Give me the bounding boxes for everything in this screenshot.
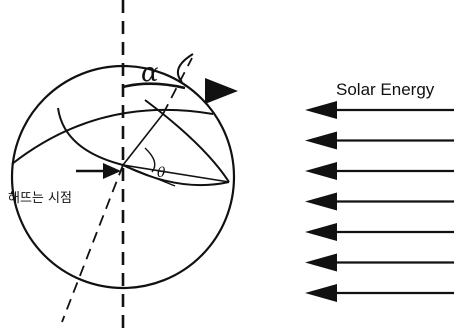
sunrise-point-label: 해뜨는 시점 — [8, 191, 72, 206]
angle-construction-line — [122, 164, 176, 187]
terminator-left — [57, 107, 124, 166]
tilted-axis-inner — [122, 113, 164, 166]
sun-direction-line — [122, 164, 230, 183]
theta-label: θ — [157, 165, 166, 181]
solar-ray-arrowhead — [305, 101, 337, 119]
theta-arc — [144, 147, 156, 173]
solar-ray-arrowhead — [305, 284, 337, 302]
solar-ray-arrowhead — [305, 192, 337, 211]
solar-ray-arrowhead — [305, 223, 337, 241]
tilted-axis-upper — [162, 57, 193, 115]
alpha-arc — [122, 82, 186, 90]
solar-rays — [305, 101, 454, 302]
terminator-right — [144, 99, 230, 183]
rotation-curl-icon — [176, 53, 194, 83]
alpha-label: α — [141, 58, 159, 88]
solar-ray-arrowhead — [305, 253, 337, 272]
solar-energy-label: Solar Energy — [336, 80, 435, 99]
solar-ray-arrowhead — [305, 162, 337, 180]
alpha-arrowhead — [205, 78, 238, 104]
day-arc-upper — [11, 108, 214, 165]
solar-ray-arrowhead — [305, 131, 337, 150]
sunrise-pointer-arrowhead — [103, 163, 121, 179]
tilted-axis-lower — [61, 164, 124, 323]
